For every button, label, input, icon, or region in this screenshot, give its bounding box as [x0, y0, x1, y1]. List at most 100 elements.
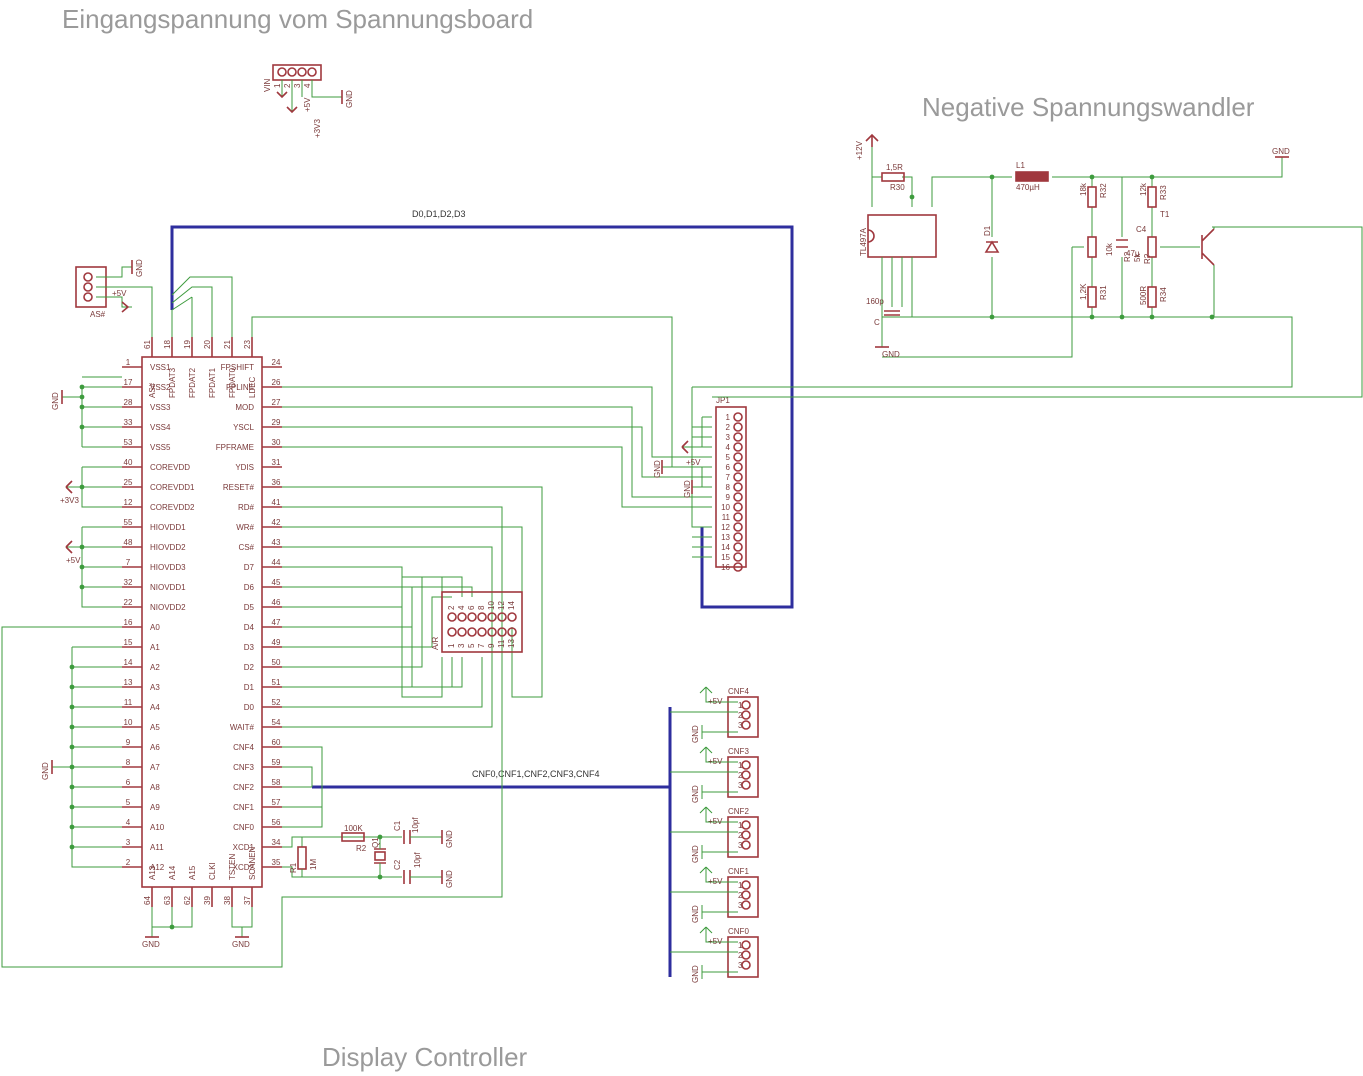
jp1-pin: [733, 442, 743, 452]
ar-pin-number: 14: [507, 601, 516, 610]
c1-gnd-label: GND: [445, 830, 454, 848]
jp1-pin-number: 5: [726, 453, 731, 462]
chip-pin-number: 11: [124, 698, 133, 707]
cnf-pin: [741, 940, 751, 950]
jp1-pin-number: 10: [721, 503, 730, 512]
cnf-5v-label: +5V: [708, 817, 723, 826]
chip-pin-number: 46: [272, 598, 281, 607]
negative-converter: +12V 1,5R R30 TL497A GND L1 470µH D1 18k…: [855, 133, 1292, 359]
ar-pin: [477, 627, 487, 637]
l1-label: L1: [1016, 161, 1025, 170]
cnf-gnd-label: GND: [691, 845, 700, 863]
cnf-pin-number: 2: [738, 771, 743, 780]
chip-pin-number: 58: [272, 778, 281, 787]
jp1-pin: [733, 522, 743, 532]
vin-pin-number: 4: [303, 83, 312, 88]
chip-pin-name: CNF2: [233, 783, 254, 792]
ar-pin-number: 9: [487, 643, 496, 648]
ar-pin: [477, 612, 487, 622]
chip-pin-number: 35: [272, 858, 281, 867]
cnf-pin: [741, 780, 751, 790]
chip-pin-name: A5: [150, 723, 160, 732]
cnf-header-body: [727, 936, 759, 978]
cnf-header-body: [727, 816, 759, 858]
chip-pin-number: 63: [163, 896, 172, 905]
chip-pin-name: HIOVDD2: [150, 543, 186, 552]
chip-pin-number: 56: [272, 818, 281, 827]
pot2-value: 5k: [1133, 253, 1142, 262]
jp1-pin: [733, 472, 743, 482]
chip-pin-number: 8: [126, 758, 131, 767]
ic-label: TL497A: [859, 227, 868, 256]
chip-pin-number: 31: [272, 458, 281, 467]
chip-pin-name: TSTEN: [228, 854, 237, 880]
chip-pin-number: 32: [124, 578, 133, 587]
r33-label: R33: [1159, 185, 1168, 200]
bottom-gnd-label-1: GND: [142, 940, 160, 949]
ar-pin-number: 6: [467, 605, 476, 610]
jp1-label: JP1: [716, 396, 730, 405]
chip-pin-number: 38: [223, 896, 232, 905]
chip-pin-name: D7: [244, 563, 255, 572]
chip-pin-name: D1: [244, 683, 255, 692]
c1-label: C1: [393, 820, 402, 831]
cnf-pin-number: 2: [738, 891, 743, 900]
vin-label: VIN: [263, 78, 272, 92]
r1-value: 1M: [309, 859, 318, 870]
jp1-pin: [733, 552, 743, 562]
c2-gnd-label: GND: [445, 870, 454, 888]
cnf-gnd-wire: [701, 905, 738, 919]
chip-pin-number: 25: [124, 478, 133, 487]
ar-pin-number: 13: [507, 639, 516, 648]
bottom-gnd-label-2: GND: [232, 940, 250, 949]
chip-pin-name: CNF0: [233, 823, 254, 832]
chip-pin-name: CLKI: [208, 862, 217, 880]
chip-pin-number: 14: [124, 658, 133, 667]
chip-pin-number: 50: [272, 658, 281, 667]
r33-value: 12k: [1139, 182, 1148, 196]
chip-pin-number: 23: [243, 340, 252, 349]
cnf-5v-label: +5V: [708, 697, 723, 706]
cnf-header-body: [727, 876, 759, 918]
jp1-pin-number: 8: [726, 483, 731, 492]
jp1-pin-number: 3: [726, 433, 731, 442]
as-gnd-label: GND: [135, 259, 144, 277]
cnf-pin: [741, 900, 751, 910]
oscillator-section: 100K R2 R1 1M Q1 C1 10pf C2 10pf GND GND: [282, 817, 454, 888]
chip-pin-name: A3: [150, 683, 160, 692]
chip-pin-name: FPDAT2: [188, 367, 197, 398]
data-bus-line: [170, 225, 794, 609]
cnf-pin: [741, 890, 751, 900]
ar-pin: [447, 627, 457, 637]
chip-pin-name: FPDAT0: [228, 367, 237, 398]
r30-value: 1,5R: [886, 163, 903, 172]
cnf-pin-number: 1: [738, 701, 743, 710]
chip-pin-number: 59: [272, 758, 281, 767]
chip-pin-number: 26: [272, 378, 281, 387]
chip-pin-name: FPDAT3: [168, 367, 177, 398]
chip-pin-name: CNF4: [233, 743, 254, 752]
cic-label: C: [874, 318, 880, 327]
chip-pin-name: FPDAT1: [208, 367, 217, 398]
chip-pin-number: 47: [272, 618, 281, 627]
title-display-controller: Display Controller: [322, 1042, 528, 1072]
r32-value: 18k: [1079, 182, 1088, 196]
ar-pin-number: 1: [447, 643, 456, 648]
ar-pin-number: 7: [477, 643, 486, 648]
cnf-gnd-label: GND: [691, 965, 700, 983]
cnf-header-label: CNF0: [728, 927, 749, 936]
chip-pin-name: HIOVDD1: [150, 523, 186, 532]
chip-pin-name: SCANEN: [248, 846, 257, 880]
ar-pin: [487, 612, 497, 622]
chip-pin-number: 4: [126, 818, 131, 827]
cnf-gnd-wire: [701, 845, 738, 859]
chip-pin-number: 61: [143, 340, 152, 349]
corevdd-3v3-wiring: +3V3: [60, 466, 122, 508]
vss-gnd-label: GND: [51, 392, 60, 410]
